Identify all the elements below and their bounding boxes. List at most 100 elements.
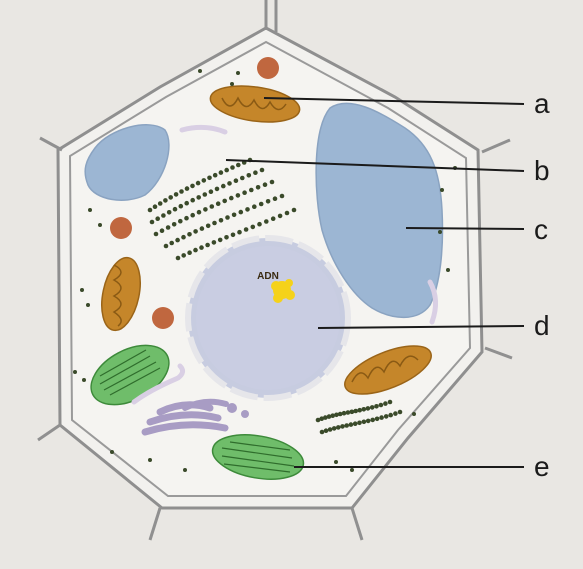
ribosome-dot xyxy=(249,188,254,193)
ribosome-dot xyxy=(178,219,183,224)
vesicle-left xyxy=(110,217,132,239)
vesicle-top xyxy=(257,57,279,79)
ribosome-dot xyxy=(174,192,179,197)
ribosome-dot xyxy=(257,222,262,227)
ribosome-dot xyxy=(260,168,265,173)
ribosome-dot xyxy=(181,253,186,258)
ribosome-dot xyxy=(237,230,242,235)
ribosome-dot xyxy=(263,182,268,187)
nucleus: ADN xyxy=(188,238,348,398)
ribosome-dot xyxy=(362,420,367,425)
label-a: a xyxy=(534,88,550,119)
ribosome-dot xyxy=(256,185,261,190)
ribosome-dot xyxy=(163,198,168,203)
label-c: c xyxy=(534,214,548,245)
ribosome-dot xyxy=(346,410,351,415)
ribosome-dot xyxy=(353,421,358,426)
ribosome-dot xyxy=(292,208,297,213)
ribosome-dot xyxy=(253,170,258,175)
ribosome-dot xyxy=(193,248,198,253)
ribosome-dot xyxy=(181,235,186,240)
ribosome-dot xyxy=(210,204,215,209)
ribosome-dot xyxy=(207,176,212,181)
ribosome-dot xyxy=(344,423,349,428)
ribosome-dot xyxy=(224,168,229,173)
ribosome-dot xyxy=(197,210,202,215)
ribosome-dot xyxy=(332,426,337,431)
ribosome-dot xyxy=(383,401,388,406)
ribosome-dot xyxy=(203,207,208,212)
ribosome-dot xyxy=(338,412,343,417)
ribosome-dot xyxy=(231,233,236,238)
ribosome-dot xyxy=(266,199,271,204)
ribosome-dot xyxy=(209,189,214,194)
ribosome-dot xyxy=(150,220,155,225)
vesicle-mid xyxy=(152,307,174,329)
ribosome-dot xyxy=(278,214,283,219)
ribosome-dot xyxy=(388,413,393,418)
ribosome-dot xyxy=(187,232,192,237)
ribosome-dot xyxy=(384,414,389,419)
ribosome-dot xyxy=(168,195,173,200)
ribosome-dot xyxy=(230,165,235,170)
ribosome-dot xyxy=(353,409,358,414)
ribosome-dot xyxy=(251,225,256,230)
ribosome-dot xyxy=(227,181,232,186)
ribosome-dot xyxy=(349,422,354,427)
ribosome-dot xyxy=(160,228,165,233)
ribosome-dot xyxy=(357,421,362,426)
label-e: e xyxy=(534,451,550,482)
ribosome-dot xyxy=(379,415,384,420)
ribosome-dot xyxy=(229,196,234,201)
ribosome-dot xyxy=(362,407,367,412)
dna-text: ADN xyxy=(257,271,279,282)
ribosome-dot xyxy=(242,190,247,195)
ribosome-dot xyxy=(175,238,180,243)
ribosome-dot xyxy=(184,201,189,206)
ribosome-dot xyxy=(169,241,174,246)
ribosome-dot xyxy=(200,226,205,231)
ribosome-dot xyxy=(164,244,169,249)
ribosome-dot xyxy=(206,224,211,229)
ribosome-dot xyxy=(176,256,181,261)
ribosome-dot xyxy=(280,194,285,199)
ribosome-dot xyxy=(225,215,230,220)
ribosome-dot xyxy=(342,411,347,416)
ribosome-dot xyxy=(285,211,290,216)
ribosome-dot xyxy=(236,193,241,198)
ribosome-dot xyxy=(215,187,220,192)
ribosome-dot xyxy=(393,411,398,416)
ribosome-dot xyxy=(212,221,217,226)
ribosome-dot xyxy=(179,204,184,209)
ribosome-dot xyxy=(185,186,190,191)
label-b: b xyxy=(534,155,550,186)
ribosome-dot xyxy=(324,428,329,433)
ribosome-dot xyxy=(340,424,345,429)
ribosome-dot xyxy=(205,243,210,248)
ribosome-dot xyxy=(219,170,224,175)
ribosome-dot xyxy=(232,213,237,218)
ribosome-dot xyxy=(224,235,229,240)
ribosome-dot xyxy=(234,178,239,183)
ribosome-dot xyxy=(240,176,245,181)
ribosome-dot xyxy=(202,178,207,183)
ribosome-dot xyxy=(336,425,341,430)
ribosome-dot xyxy=(273,196,278,201)
ribosome-dot xyxy=(213,173,218,178)
ribosome-dot xyxy=(184,216,189,221)
ribosome-dot xyxy=(172,222,177,227)
ribosome-dot xyxy=(148,208,153,213)
ribosome-dot xyxy=(190,198,195,203)
ribosome-dot xyxy=(196,195,201,200)
ribosome-dot xyxy=(219,218,224,223)
ribosome-dot xyxy=(366,419,371,424)
ribosome-dot xyxy=(199,245,204,250)
ribosome-dot xyxy=(153,204,158,209)
ribosome-dot xyxy=(167,210,172,215)
ribosome-dot xyxy=(187,250,192,255)
ribosome-dot xyxy=(328,427,333,432)
ribosome-dot xyxy=(259,202,264,207)
ribosome-dot xyxy=(158,201,163,206)
ribosome-dot xyxy=(221,184,226,189)
